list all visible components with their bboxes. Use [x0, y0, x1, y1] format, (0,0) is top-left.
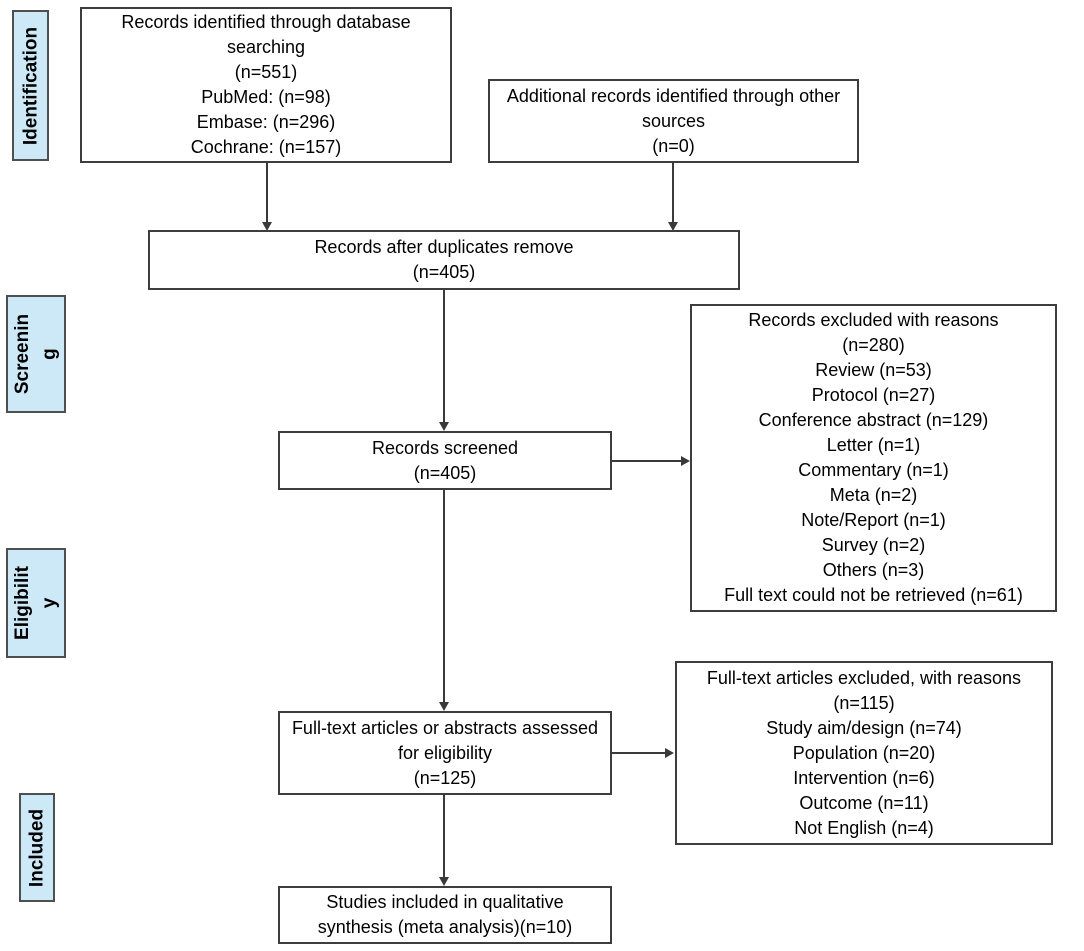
arrow-screened-to-records-excluded	[612, 456, 690, 466]
stage-label-line: Included	[26, 808, 48, 887]
stage-label-identification-text: Identification	[17, 10, 44, 161]
box-text-line: Conference abstract (n=129)	[758, 410, 989, 430]
box-text-line: (n=405)	[412, 262, 476, 282]
stage-label-eligibility: Eligibilit y	[6, 548, 66, 658]
box-text-line: Population (n=20)	[792, 742, 936, 763]
stage-label-line: g	[39, 348, 60, 360]
box-text-line: Study aim/design (n=74)	[766, 717, 962, 738]
arrow-identified-to-deduplicated	[262, 163, 272, 231]
box-studies-included: Studies included in qualitative synthesi…	[278, 886, 612, 944]
box-text-line: Review (n=53)	[815, 360, 932, 380]
stage-label-included: Included	[19, 793, 55, 902]
box-text-line: Note/Report (n=1)	[801, 510, 946, 530]
arrow-additional-to-deduplicated	[668, 163, 678, 231]
stage-label-screening-text: Screenin g	[9, 295, 63, 413]
box-fulltext-assessed: Full-text articles or abstracts assessed…	[278, 711, 612, 795]
stage-label-identification: Identification	[12, 10, 49, 161]
arrow-fulltext-assessed-to-fulltext-excluded	[612, 748, 674, 758]
stage-label-screening: Screenin g	[6, 295, 66, 413]
box-records-after-duplicates: Records after duplicates remove (n=405)	[148, 230, 740, 290]
arrow-screened-to-fulltext-assessed	[439, 490, 449, 711]
box-text-line: Records screened	[371, 437, 519, 458]
box-text-line: Embase: (n=296)	[196, 112, 336, 132]
box-text-line: (n=280)	[842, 335, 905, 355]
stage-label-included-text: Included	[24, 793, 51, 902]
box-text-line: Records identified through database sear…	[121, 12, 411, 57]
box-text-line: Protocol (n=27)	[811, 385, 936, 405]
box-text-line: Studies included in qualitative synthesi…	[317, 892, 573, 937]
box-text-line: Others (n=3)	[822, 560, 925, 580]
stage-label-eligibility-text: Eligibilit y	[9, 548, 63, 658]
box-text-line: Cochrane: (n=157)	[190, 137, 342, 157]
box-text-line: Survey (n=2)	[821, 535, 926, 555]
stage-label-line: Screenin	[12, 313, 33, 395]
box-text-line: (n=0)	[652, 135, 695, 156]
box-records-identified: Records identified through database sear…	[80, 7, 452, 163]
box-text-line: (n=125)	[413, 767, 477, 788]
box-text-line: Meta (n=2)	[829, 485, 918, 505]
box-text-line: Full-text articles excluded, with reason…	[706, 667, 1022, 688]
box-text-line: Intervention (n=6)	[793, 767, 935, 788]
box-text-line: Letter (n=1)	[826, 435, 921, 455]
box-text-line: Commentary (n=1)	[798, 460, 949, 480]
box-records-excluded: Records excluded with reasons (n=280) Re…	[690, 304, 1057, 612]
box-text-line: Outcome (n=11)	[799, 792, 929, 813]
box-text-line: Full text could not be retrieved (n=61)	[724, 585, 1023, 605]
box-text-line: Additional records identified through ot…	[506, 85, 841, 131]
box-text-line: Records excluded with reasons	[748, 310, 999, 330]
stage-label-line: Eligibilit	[12, 566, 33, 640]
box-fulltext-excluded: Full-text articles excluded, with reason…	[675, 661, 1053, 845]
arrow-fulltext-assessed-to-included	[439, 795, 449, 886]
box-records-screened: Records screened (n=405)	[278, 431, 612, 490]
box-text-line: (n=551)	[234, 62, 298, 82]
stage-label-line: Identification	[20, 26, 41, 145]
arrow-deduplicated-to-screened	[439, 290, 449, 431]
box-additional-records: Additional records identified through ot…	[488, 79, 859, 163]
box-text-line: Records after duplicates remove	[314, 237, 574, 257]
box-text-line: Full-text articles or abstracts assessed…	[291, 717, 599, 763]
box-text-line: (n=405)	[413, 462, 477, 483]
box-text-line: Not English (n=4)	[794, 817, 934, 838]
box-text-line: (n=115)	[833, 692, 895, 713]
stage-label-line: y	[39, 597, 60, 609]
box-text-line: PubMed: (n=98)	[201, 87, 331, 107]
